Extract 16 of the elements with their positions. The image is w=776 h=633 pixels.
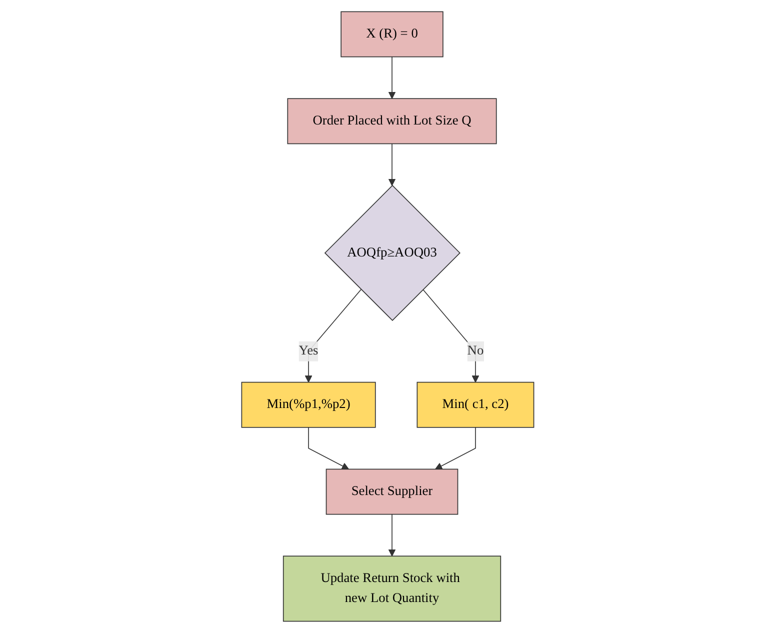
node-diamond: AOQfp≥AOQ03 (324, 184, 461, 322)
arrow (308, 427, 350, 470)
arrow (388, 143, 396, 186)
node-box: Update Return Stock with new Lot Quantity (283, 556, 502, 622)
arrow (388, 56, 396, 99)
node-box: Order Placed with Lot Size Q (288, 98, 498, 144)
node-box: Min( c1, c2) (417, 382, 534, 428)
edge-label: Yes (299, 344, 319, 358)
arrow (305, 289, 362, 383)
arrow (422, 289, 480, 383)
edge-label: No (468, 344, 484, 358)
arrow (435, 427, 476, 470)
node-box: Min(%p1,%p2) (242, 382, 376, 428)
node-box: X (R) = 0 (340, 11, 444, 58)
node-box: Select Supplier (326, 468, 458, 515)
arrow (388, 514, 396, 556)
